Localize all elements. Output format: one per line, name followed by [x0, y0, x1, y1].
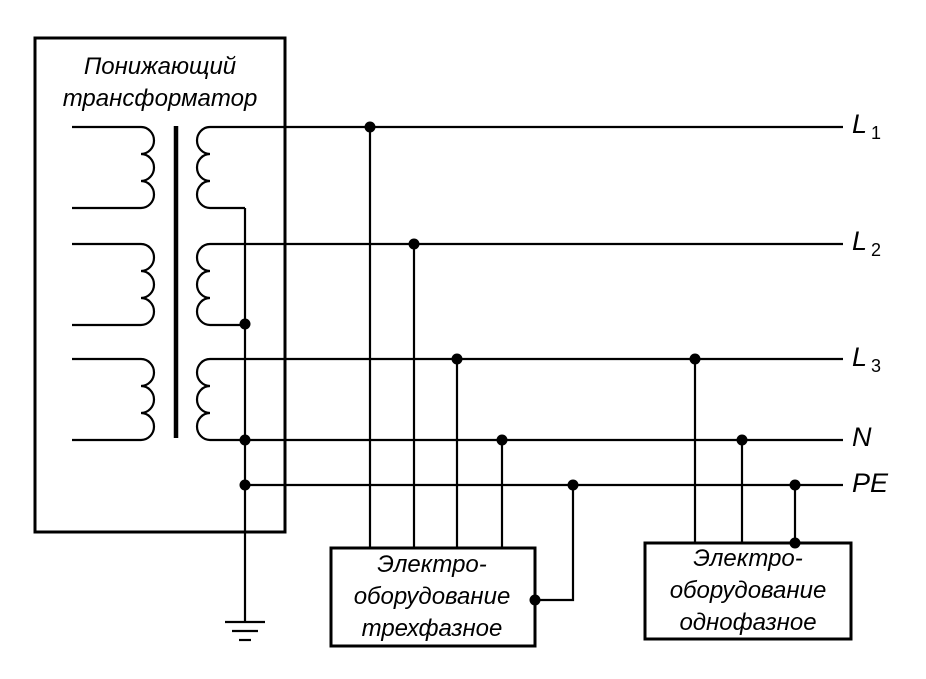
junction-dot	[239, 479, 251, 491]
svg-text:1: 1	[871, 123, 881, 143]
junction-dot	[239, 434, 251, 446]
single-phase-equipment-line3: однофазное	[679, 609, 816, 636]
junction-dot	[451, 353, 463, 365]
junction-dot	[496, 434, 508, 446]
three-phase-pe-drop	[535, 485, 575, 602]
junction-dots	[239, 121, 801, 606]
single-phase-equipment-box	[643, 541, 853, 641]
bus-l1-label: L 1	[852, 109, 881, 143]
junction-dot	[567, 479, 579, 491]
primary-winding-3	[72, 357, 156, 442]
transformer-title-line1: Понижающий	[84, 53, 236, 80]
svg-text:L: L	[852, 226, 867, 256]
bus-n-label: N	[852, 422, 872, 452]
bus-pe-label: PE	[852, 468, 889, 498]
transformer-title-line2: трансформатор	[63, 85, 258, 112]
svg-text:L: L	[852, 342, 867, 372]
svg-text:2: 2	[871, 240, 881, 260]
junction-dot	[789, 479, 801, 491]
junction-dot	[239, 318, 251, 330]
secondary-windings	[195, 125, 245, 442]
primary-windings	[72, 125, 156, 442]
junction-dot	[408, 238, 420, 250]
single-phase-equipment-line2: оборудование	[670, 577, 827, 604]
bus-l2-label: L 2	[852, 226, 881, 260]
three-phase-equipment-line2: оборудование	[354, 583, 511, 610]
svg-text:L: L	[852, 109, 867, 139]
secondary-winding-3	[195, 357, 245, 442]
junction-dot	[529, 594, 541, 606]
secondary-winding-1	[195, 125, 245, 210]
ground-icon	[225, 620, 265, 642]
secondary-winding-2	[195, 242, 245, 327]
transformer-enclosure	[33, 36, 287, 534]
single-phase-equipment-line1: Электро-	[693, 545, 803, 572]
bus-l3-label: L 3	[852, 342, 881, 376]
junction-dot	[789, 537, 801, 549]
junction-dot	[364, 121, 376, 133]
junction-dot	[736, 434, 748, 446]
junction-dot	[689, 353, 701, 365]
primary-winding-2	[72, 242, 156, 327]
three-phase-equipment-line3: трехфазное	[362, 615, 503, 642]
primary-winding-1	[72, 125, 156, 210]
svg-text:3: 3	[871, 356, 881, 376]
three-phase-equipment-line1: Электро-	[377, 551, 487, 578]
